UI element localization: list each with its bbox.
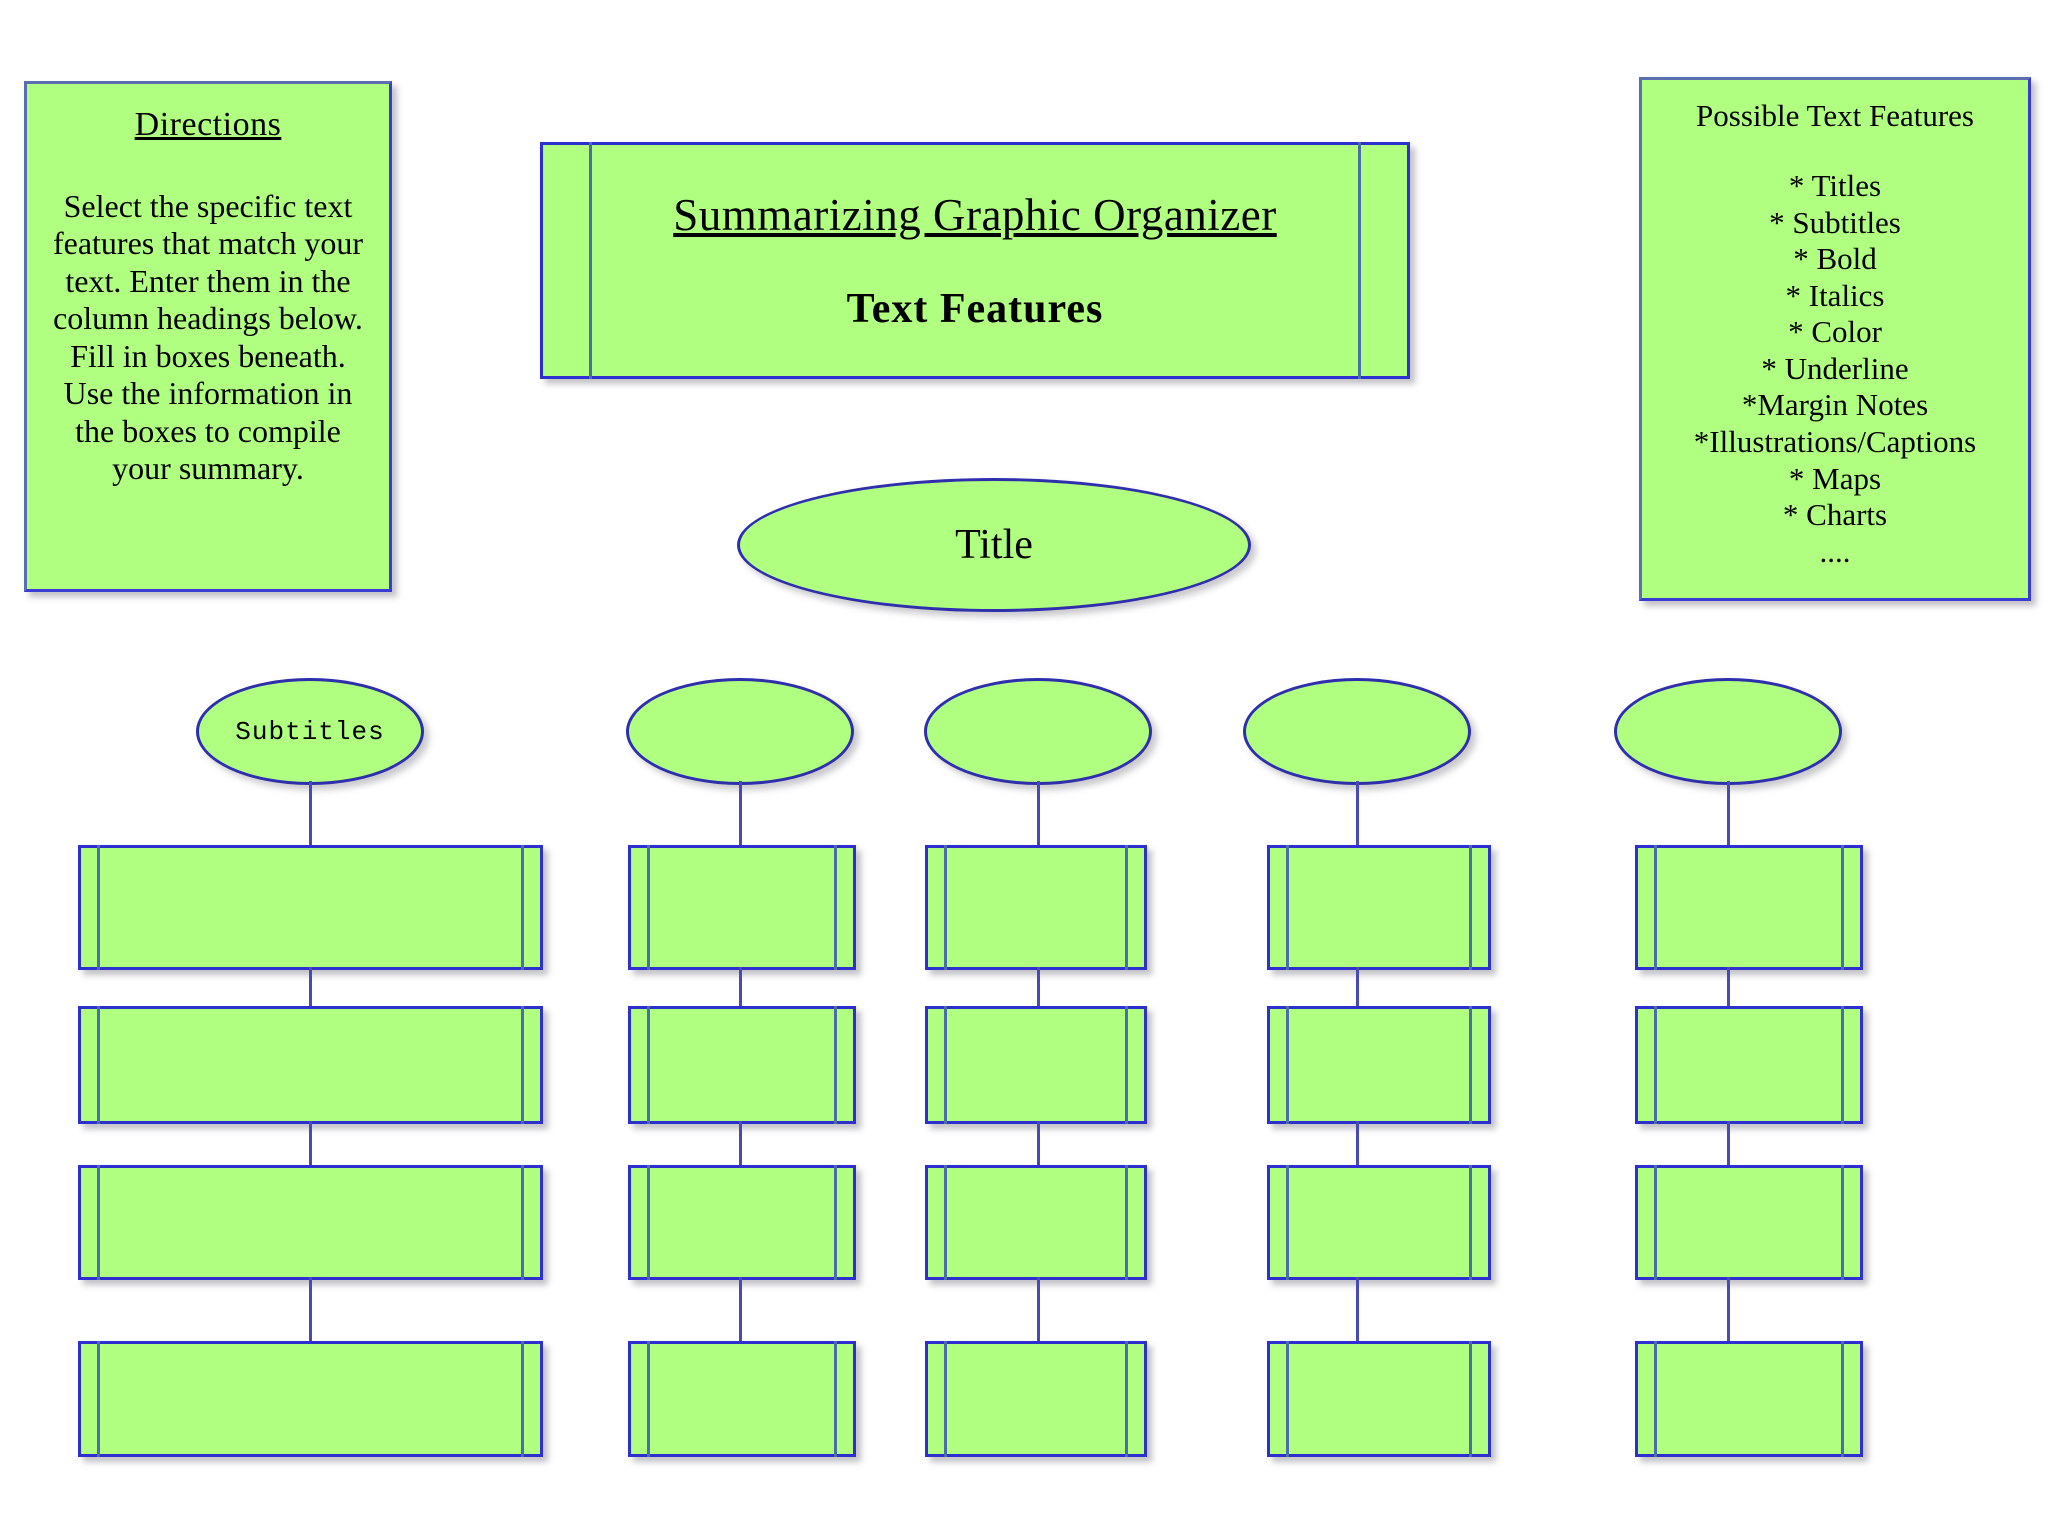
connector-line bbox=[1037, 1121, 1040, 1168]
detail-box[interactable] bbox=[925, 1341, 1147, 1457]
detail-box[interactable] bbox=[628, 1006, 856, 1124]
detail-box[interactable] bbox=[925, 1006, 1147, 1124]
connector-line bbox=[309, 781, 312, 847]
feature-item: * Bold bbox=[1793, 241, 1877, 277]
directions-body: Select the specific text features that m… bbox=[52, 188, 364, 487]
possible-text-features-panel: Possible Text Features * Titles* Subtitl… bbox=[1639, 77, 2031, 601]
detail-box[interactable] bbox=[78, 1341, 543, 1457]
detail-box[interactable] bbox=[1267, 1165, 1491, 1280]
connector-line bbox=[1727, 781, 1730, 847]
feature-item: * Maps bbox=[1788, 460, 1882, 496]
feature-item: * Color bbox=[1788, 314, 1882, 350]
organizer-title: Summarizing Graphic Organizer bbox=[673, 189, 1277, 240]
connector-line bbox=[1037, 781, 1040, 847]
feature-item: *Margin Notes bbox=[1741, 387, 1929, 423]
feature-item: * Subtitles bbox=[1769, 204, 1901, 240]
detail-box[interactable] bbox=[1267, 1006, 1491, 1124]
detail-box[interactable] bbox=[1635, 845, 1863, 970]
detail-box[interactable] bbox=[925, 1165, 1147, 1280]
connector-line bbox=[1727, 1277, 1730, 1344]
connector-line bbox=[309, 967, 312, 1009]
connector-line bbox=[739, 1277, 742, 1344]
connector-line bbox=[1037, 967, 1040, 1009]
column-heading-node[interactable]: Subtitles bbox=[196, 678, 424, 785]
connector-line bbox=[739, 967, 742, 1009]
column-heading-node[interactable] bbox=[1243, 678, 1471, 785]
feature-item: .... bbox=[1819, 533, 1851, 569]
connector-line bbox=[309, 1121, 312, 1168]
detail-box[interactable] bbox=[78, 1006, 543, 1124]
column-heading-node[interactable] bbox=[924, 678, 1152, 785]
detail-box[interactable] bbox=[925, 845, 1147, 970]
detail-box[interactable] bbox=[1267, 1341, 1491, 1457]
connector-line bbox=[1356, 1277, 1359, 1344]
detail-box[interactable] bbox=[1635, 1006, 1863, 1124]
connector-line bbox=[309, 1277, 312, 1344]
column-heading-node[interactable] bbox=[1614, 678, 1842, 785]
directions-panel: Directions Select the specific text feat… bbox=[24, 81, 392, 592]
connector-line bbox=[739, 1121, 742, 1168]
detail-box[interactable] bbox=[78, 1165, 543, 1280]
feature-item: * Underline bbox=[1761, 350, 1909, 386]
connector-line bbox=[1727, 1121, 1730, 1168]
feature-item: * Italics bbox=[1785, 277, 1885, 313]
detail-box[interactable] bbox=[1267, 845, 1491, 970]
detail-box[interactable] bbox=[628, 845, 856, 970]
connector-line bbox=[1037, 1277, 1040, 1344]
features-list: * Titles* Subtitles* Bold* Italics* Colo… bbox=[1642, 168, 2028, 570]
column-heading-node[interactable] bbox=[626, 678, 854, 785]
detail-box[interactable] bbox=[628, 1165, 856, 1280]
feature-item: *Illustrations/Captions bbox=[1693, 424, 1977, 460]
detail-box[interactable] bbox=[1635, 1165, 1863, 1280]
connector-line bbox=[1356, 967, 1359, 1009]
feature-item: * Titles bbox=[1788, 168, 1882, 203]
column-heading-label: Subtitles bbox=[235, 716, 385, 747]
connector-line bbox=[1356, 1121, 1359, 1168]
title-node-label: Title bbox=[955, 522, 1033, 568]
connector-line bbox=[1727, 967, 1730, 1009]
organizer-subtitle: Text Features bbox=[846, 285, 1104, 332]
feature-item: * Charts bbox=[1782, 497, 1888, 533]
features-title: Possible Text Features bbox=[1696, 98, 1974, 133]
directions-title: Directions bbox=[134, 106, 282, 143]
connector-line bbox=[1356, 781, 1359, 847]
connector-line bbox=[739, 781, 742, 847]
detail-box[interactable] bbox=[1635, 1341, 1863, 1457]
detail-box[interactable] bbox=[78, 845, 543, 970]
detail-box[interactable] bbox=[628, 1341, 856, 1457]
header-card: Summarizing Graphic Organizer Text Featu… bbox=[540, 142, 1410, 379]
title-node[interactable]: Title bbox=[737, 478, 1251, 612]
